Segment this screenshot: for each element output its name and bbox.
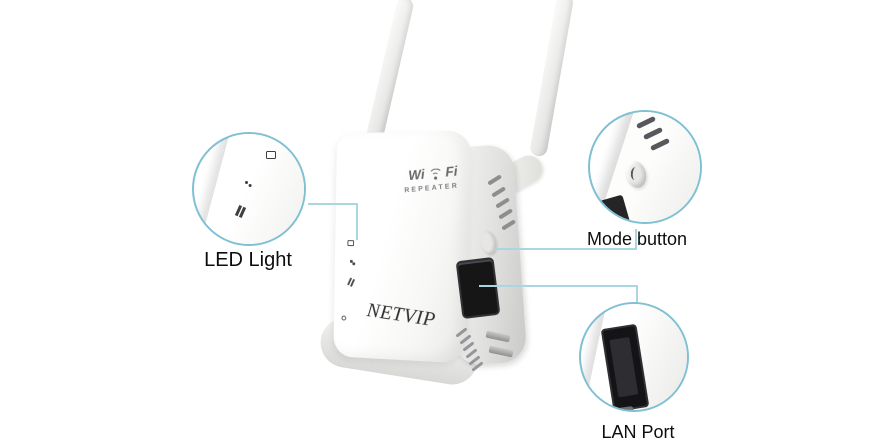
device-front-face: Wi Fi REPEATER NETVIP — [333, 130, 472, 364]
mode-connector-line-horizontal — [495, 248, 637, 250]
led-connector-line-horizontal — [308, 203, 358, 205]
led-callout-circle — [192, 132, 306, 246]
brand-logo: NETVIP — [365, 299, 437, 332]
wifi-logo-left: Wi — [407, 166, 426, 184]
led-zoom-surface — [195, 134, 304, 244]
lan-callout-circle — [579, 302, 689, 412]
wifi-arcs-icon — [427, 168, 443, 181]
lan-port-label: LAN Port — [601, 422, 675, 441]
lan-port-notch — [617, 405, 635, 410]
lan-connector-line-vertical — [636, 286, 638, 304]
led-connector-line-vertical — [356, 204, 358, 240]
led-screen-icon — [266, 151, 276, 159]
mode-button-label: Mode button — [586, 229, 688, 249]
wifi-logo-right: Fi — [444, 163, 458, 180]
wifi-dot — [434, 176, 437, 180]
led-bolt-icon — [347, 277, 353, 286]
device-lan-port — [455, 256, 501, 320]
mode-connector-line-vertical — [635, 229, 637, 250]
right-antenna — [529, 0, 575, 158]
mode-callout-circle — [588, 110, 702, 224]
led-screen-icon — [347, 240, 355, 247]
lan-port-opening — [609, 336, 639, 398]
lan-connector-line-horizontal — [479, 285, 638, 287]
led-dots-icon — [245, 181, 249, 185]
led-dots-icon — [349, 259, 353, 263]
mode-press-icon — [630, 166, 641, 181]
led-light-label: LED Light — [204, 249, 292, 271]
left-antenna — [363, 0, 415, 152]
